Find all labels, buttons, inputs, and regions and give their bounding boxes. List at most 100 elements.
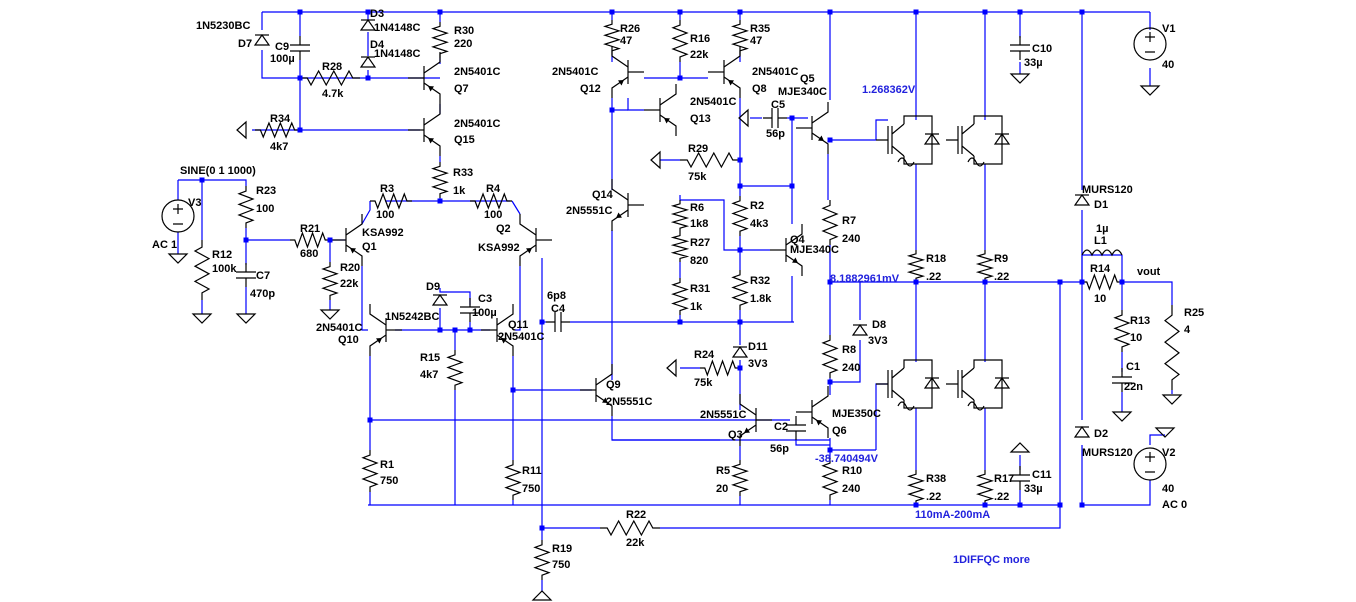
label-v2-value: 40 xyxy=(1162,483,1174,495)
junction-dot xyxy=(1079,279,1085,285)
label-d3-value: 1N4148C xyxy=(374,22,421,34)
label-r35-value: 47 xyxy=(750,35,762,47)
diode-d2 xyxy=(1073,425,1091,438)
device-coil xyxy=(967,401,985,411)
device-diode xyxy=(993,132,1011,145)
label-q15-name: Q15 xyxy=(454,134,475,146)
transistor-arrow xyxy=(350,248,356,254)
junction-dot xyxy=(365,75,371,81)
wire xyxy=(875,119,888,140)
capacitor-c1 xyxy=(1112,368,1132,392)
label-r15-value: 4k7 xyxy=(420,369,438,381)
source-polarity xyxy=(173,204,183,225)
transistor-emitter xyxy=(423,82,441,104)
junction-dot xyxy=(609,9,615,15)
junction-dot xyxy=(789,183,795,189)
label-c3-name: C3 xyxy=(478,293,492,305)
transistor-collector xyxy=(811,386,829,408)
label-l1-name: L1 xyxy=(1094,235,1107,247)
transistor-arrow xyxy=(526,248,532,254)
label-q2-name: Q2 xyxy=(496,223,511,235)
components xyxy=(161,18,1183,601)
transistor-collector xyxy=(659,84,677,106)
junction-dot xyxy=(1017,9,1023,15)
diode-body xyxy=(851,323,869,336)
resistor-r25 xyxy=(1164,305,1180,390)
junction-dot xyxy=(982,279,988,285)
label-c10-value: 33µ xyxy=(1024,57,1043,69)
resistor-r23 xyxy=(237,186,255,228)
output-transistor-lower-right xyxy=(946,359,1011,411)
transistor-q1 xyxy=(330,214,363,266)
capacitor-plates xyxy=(290,36,310,60)
wire xyxy=(627,98,644,111)
wire xyxy=(511,200,521,215)
capacitor-plates xyxy=(1010,36,1030,60)
transistor-arrow xyxy=(664,118,670,124)
transistor-collector xyxy=(595,364,613,386)
label-c11-name: C11 xyxy=(1032,469,1052,481)
device-frame xyxy=(903,359,933,409)
resistor-r1 xyxy=(361,450,379,492)
junction-dot xyxy=(199,177,205,183)
label-q8-value: 2N5401C xyxy=(752,66,799,78)
ground-symbol xyxy=(531,590,553,601)
junction-dot xyxy=(827,447,833,453)
junction-dot xyxy=(1079,9,1085,15)
label-d7-name: D7 xyxy=(238,38,252,50)
label-c2-value: 56p xyxy=(770,443,789,455)
junction-dot xyxy=(737,9,743,15)
label-r6-name: R6 xyxy=(690,202,704,214)
label-r28-value: 4.7k xyxy=(322,88,344,100)
diode-d1 xyxy=(1073,193,1091,206)
label-r5-name: R5 xyxy=(716,465,730,477)
label-r29-name: R29 xyxy=(688,143,708,155)
voltage-annotation-bottom: -38.740494V xyxy=(815,453,879,465)
ground-symbol xyxy=(1009,73,1031,84)
label-r7-value: 240 xyxy=(842,233,860,245)
ground-symbol xyxy=(666,358,677,378)
label-c7-value: 470p xyxy=(250,288,275,300)
transistor-q6 xyxy=(796,386,829,438)
label-v1-value: 40 xyxy=(1162,59,1174,71)
transistor-emitter xyxy=(811,416,829,438)
junction-dot xyxy=(737,247,743,253)
junction-dot xyxy=(1079,502,1085,508)
junction-dot xyxy=(737,157,743,163)
junction-dot xyxy=(467,327,473,333)
inductor-l1 xyxy=(1081,249,1123,257)
junction-dot xyxy=(327,237,333,243)
junction-dot xyxy=(982,502,988,508)
label-q2-value: KSA992 xyxy=(478,242,520,254)
label-r33-name: R33 xyxy=(453,167,473,179)
voltage-source-v3 xyxy=(161,199,195,233)
label-r28-name: R28 xyxy=(322,61,342,73)
wire xyxy=(361,201,371,225)
label-r22-name: R22 xyxy=(626,509,646,521)
diode-d3 xyxy=(359,18,377,31)
transistor-q15 xyxy=(408,104,441,156)
junction-dot xyxy=(913,502,919,508)
transistor-arrow xyxy=(816,420,822,426)
resistor-r22 xyxy=(600,519,660,537)
capacitor-plates xyxy=(236,263,256,287)
capacitor-plates xyxy=(763,108,787,128)
label-r16-name: R16 xyxy=(690,33,710,45)
ground-symbol xyxy=(1161,394,1183,405)
resistor-r33 xyxy=(431,162,449,198)
junction-dot xyxy=(1119,279,1125,285)
label-r3-name: R3 xyxy=(380,183,394,195)
device-body xyxy=(876,367,905,401)
label-r8-name: R8 xyxy=(842,344,856,356)
capacitor-c3 xyxy=(460,298,480,322)
label-r21-value: 680 xyxy=(300,248,318,260)
label-v2-name: V2 xyxy=(1162,447,1175,459)
label-r31-value: 1k xyxy=(690,301,703,313)
label-r2-value: 4k3 xyxy=(750,218,768,230)
label-d2-name: D2 xyxy=(1094,428,1108,440)
transistor-collector xyxy=(369,304,387,326)
label-q12-name: Q12 xyxy=(580,83,601,95)
transistor-emitter xyxy=(785,254,803,276)
source-circle xyxy=(161,199,195,233)
junction-dot xyxy=(789,115,795,121)
